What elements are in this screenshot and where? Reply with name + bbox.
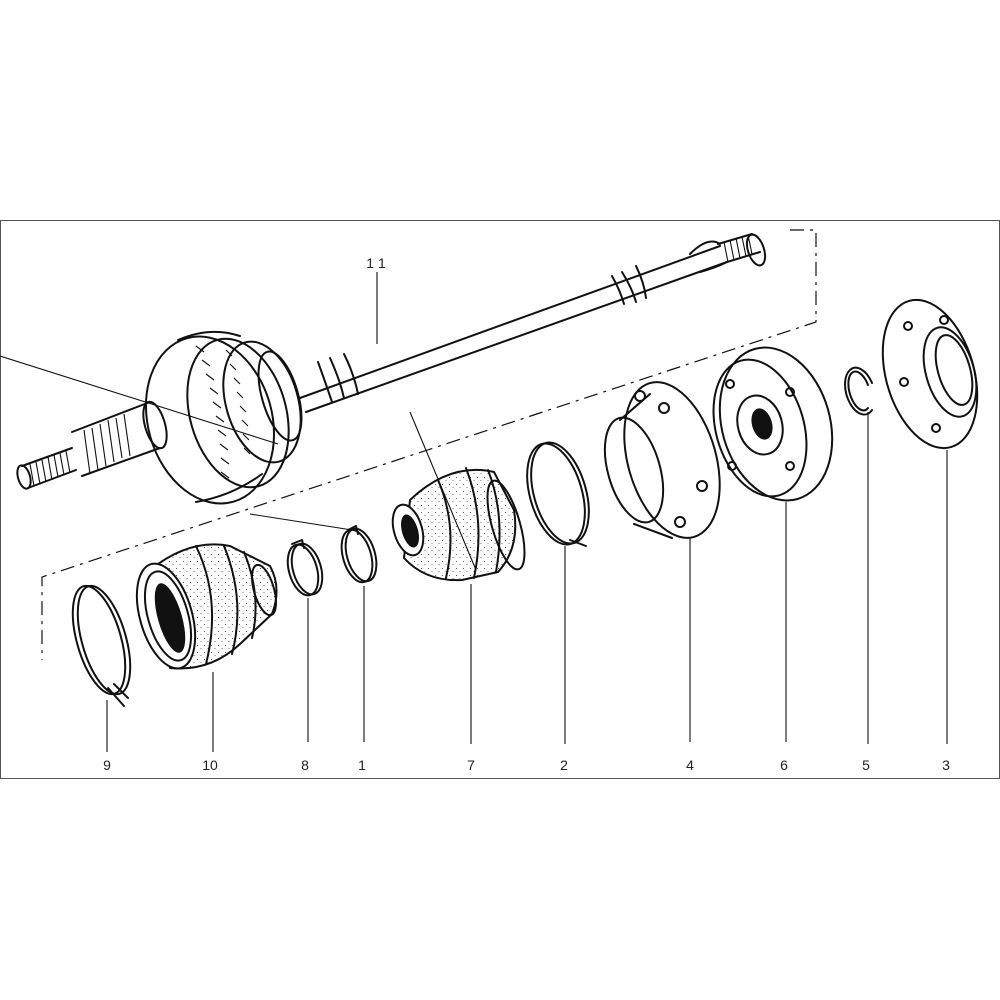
assembly-bracket [41, 229, 817, 660]
callout-10: 10 [202, 757, 218, 773]
callout-4: 4 [686, 757, 694, 773]
callout-9: 9 [103, 757, 111, 773]
callout-1: 1 [358, 757, 366, 773]
callout-7: 7 [467, 757, 475, 773]
callout-5: 5 [862, 757, 870, 773]
callout-labels: 1 1 9 10 8 1 7 2 4 6 5 3 [103, 255, 950, 773]
drive-shaft-assembly [0, 233, 767, 505]
callout-3: 3 [942, 757, 950, 773]
part-4-joint-housing [603, 381, 721, 539]
callout-6: 6 [780, 757, 788, 773]
part-10-outer-boot [135, 543, 278, 670]
leader-lines [106, 272, 948, 752]
part-5-circlip [844, 366, 873, 416]
part-8-small-clamp [286, 539, 324, 597]
part-9-large-clamp [71, 584, 132, 707]
callout-11: 1 1 [366, 255, 386, 271]
abs-tone-ring [195, 345, 251, 479]
part-3-cover-plate [881, 298, 979, 450]
callout-8: 8 [301, 757, 309, 773]
part-6-cv-joint [712, 346, 834, 502]
part-2-large-clamp [526, 441, 590, 547]
part-1-small-clamp [249, 513, 378, 584]
part-7-inner-boot [391, 411, 526, 582]
callout-2: 2 [560, 757, 568, 773]
